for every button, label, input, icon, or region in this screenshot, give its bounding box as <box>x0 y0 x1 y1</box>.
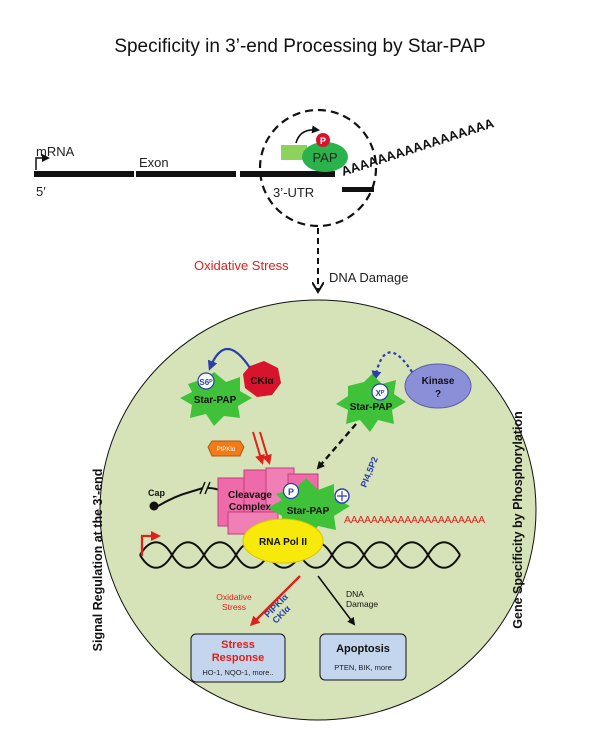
kinase-to-x-arrow <box>371 351 413 381</box>
zoom-circle <box>258 108 378 228</box>
phospho-label-top: P <box>320 136 326 146</box>
s6-phospho-site <box>197 372 215 390</box>
five-prime-label: 5′ <box>36 184 46 199</box>
cap-structure <box>149 501 159 511</box>
pap-partner-bar <box>281 145 307 160</box>
utr-label: 3’-UTR <box>273 185 314 200</box>
exon-label: Exon <box>139 155 169 170</box>
cleavage-label-1: Cleavage <box>228 490 272 501</box>
stress-genes: HO-1, NQO-1, more.. <box>202 668 273 677</box>
pi45p2-plus <box>337 491 347 501</box>
cki-label: CKIα <box>250 376 274 387</box>
pap-enzyme <box>302 142 348 172</box>
xp-label: Xᴾ <box>376 389 385 398</box>
cki-alpha-kinase <box>243 361 281 397</box>
pap-label: PAP <box>312 150 337 165</box>
red-arrow-2 <box>259 431 272 465</box>
red-arrow-1 <box>252 431 265 465</box>
x-phospho-site <box>371 383 389 401</box>
mrna-label: mRNA <box>36 144 75 159</box>
cki-to-s6-arrow <box>207 348 251 371</box>
mrna-break-2 <box>204 481 211 495</box>
stress-pathway-arrow <box>249 575 301 627</box>
oxidative-stress-label: Oxidative Stress <box>194 258 289 273</box>
mrna-break-1 <box>199 481 206 495</box>
polya-tail-cell: AAAAAAAAAAAAAAAAAAAAA <box>344 514 485 526</box>
apoptosis-title: Apoptosis <box>336 643 390 655</box>
kinase-label-1: Kinase <box>422 376 455 387</box>
side-title-right: Gene Specificity by Phosphorylation <box>511 411 525 628</box>
star-pap-center-label: Star-PAP <box>287 506 330 517</box>
diagram-title: Specificity in 3’-end Processing by Star… <box>114 36 485 57</box>
mrna-strand-left <box>34 171 134 177</box>
cleavage-label-2: Complex <box>229 502 272 513</box>
rna-pol-label: RNA Pol II <box>259 537 307 548</box>
unknown-kinase <box>404 363 472 409</box>
kinase-label-2: ? <box>435 389 441 400</box>
cap-label: Cap <box>148 488 166 498</box>
ox-stress-label-1: Oxidative <box>216 592 252 602</box>
star-pap-left-label: Star-PAP <box>194 395 237 406</box>
pipki-label: PIPKIα <box>217 447 236 453</box>
polya-tail-top: AAAAAAAAAAAAAAAAA <box>339 115 496 179</box>
phospho-marker-top <box>316 133 330 147</box>
pipki-alpha-box <box>207 440 245 457</box>
mrna-strand-exon <box>136 171 236 177</box>
stress-title-1: Stress <box>221 639 255 651</box>
stress-title-2: Response <box>212 652 265 664</box>
mrna-schematic: mRNA 5′ Exon 3’-UTR PAP P AAAAAAAAAAAAAA… <box>34 108 496 228</box>
utr-segment <box>342 187 374 192</box>
star-pap-right <box>336 374 406 432</box>
pap-curved-arrow <box>295 125 320 144</box>
transcription-start-arrow <box>35 154 50 170</box>
promoter-arrow <box>140 531 161 556</box>
star-pap-right-label: Star-PAP <box>350 402 393 413</box>
ox-stress-label-2: Stress <box>222 602 246 612</box>
dna-damage-cell-2: Damage <box>346 599 378 609</box>
dna-damage-label: DNA Damage <box>329 270 408 285</box>
phospho-site-center <box>282 482 300 500</box>
apoptosis-genes: PTEN, BIK, more <box>334 663 392 672</box>
dna-damage-cell-1: DNA <box>346 589 364 599</box>
phospho-label-center: P <box>288 487 294 497</box>
mrna-strand-utr <box>240 171 335 177</box>
s6-label: S6ᴾ <box>199 378 213 387</box>
stress-response-box <box>190 633 286 683</box>
star-pap-left <box>180 372 252 426</box>
apoptosis-pathway-arrow <box>317 575 356 626</box>
side-title-left: Signal Regulation at the 3’-end <box>91 469 105 652</box>
apoptosis-box <box>319 633 407 681</box>
rna-pol-ii <box>242 518 324 564</box>
